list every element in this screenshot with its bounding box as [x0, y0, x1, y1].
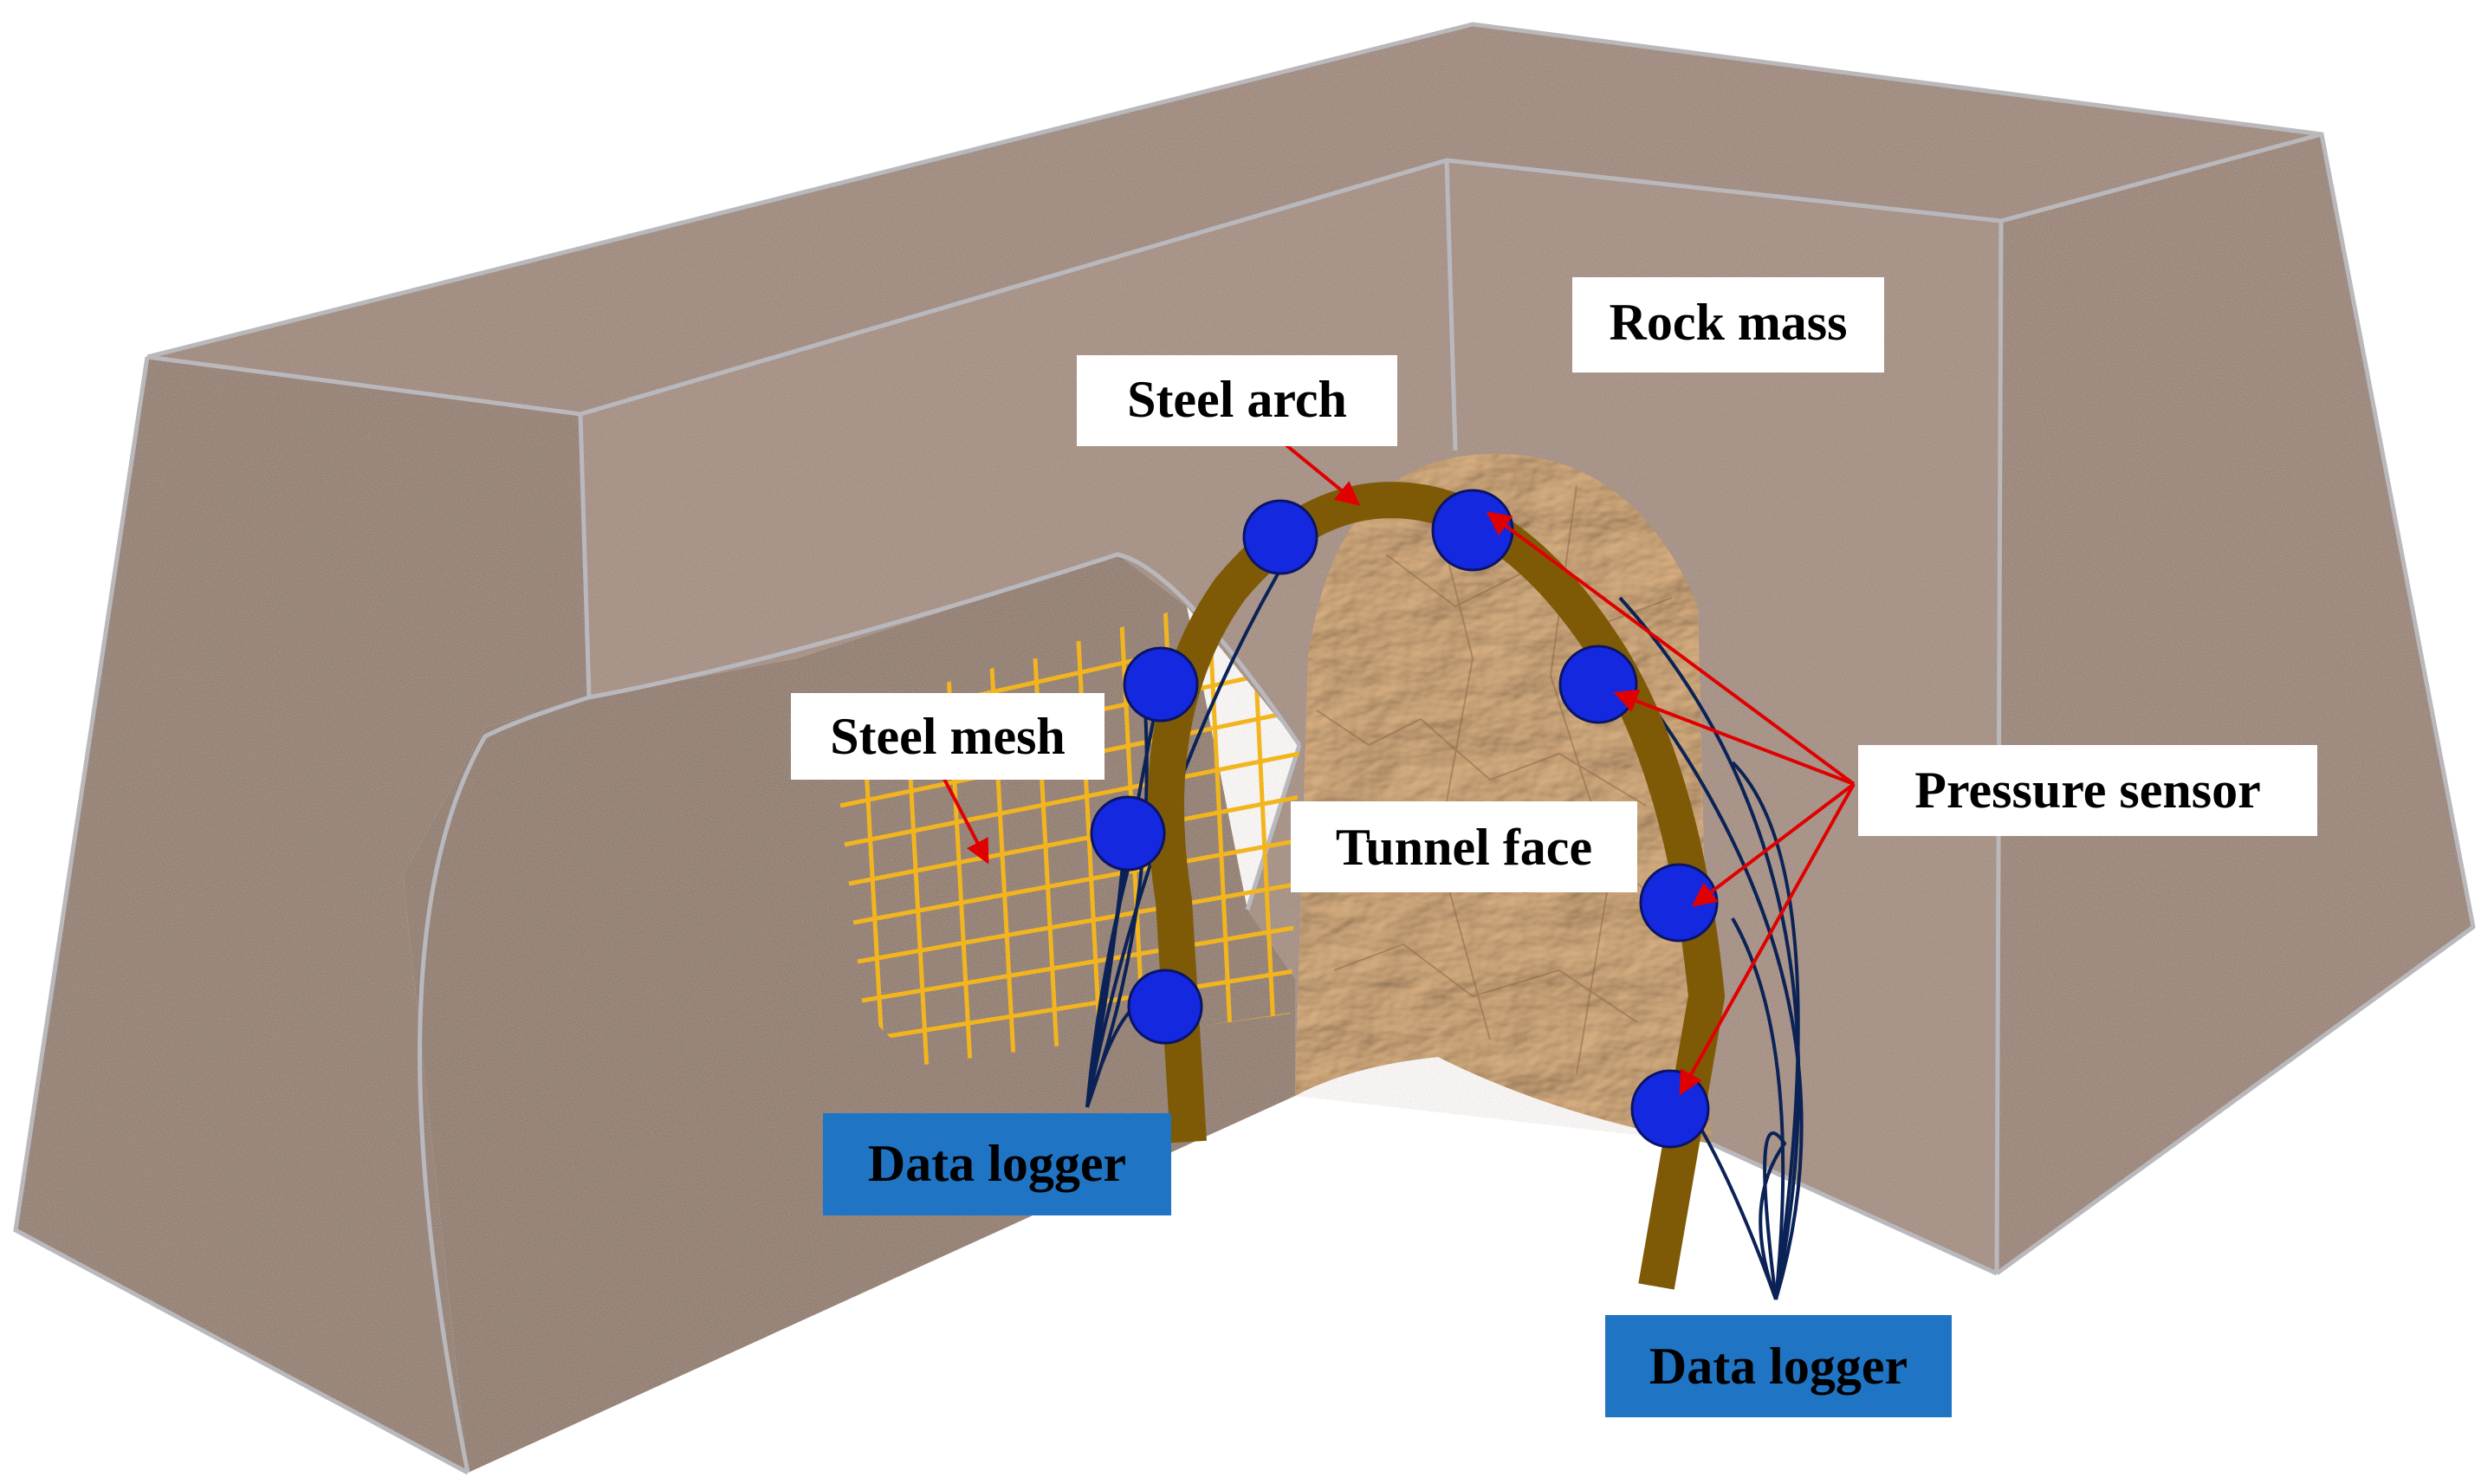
pressure-sensor-arrow-2 — [1613, 689, 1855, 786]
tunnel-face-label: Tunnel face — [1291, 801, 1637, 892]
pressure-sensor-arrow-4 — [1679, 783, 1856, 1096]
pressure-sensor-label: Pressure sensor — [1858, 745, 2317, 836]
pressure-sensor-arrow-1 — [1486, 511, 1856, 786]
data-logger-right-text: Data logger — [1649, 1338, 1908, 1395]
pressure-sensor-marker — [1431, 489, 1514, 572]
pressure-sensor-marker — [1127, 969, 1203, 1045]
tunnel-face-text: Tunnel face — [1336, 819, 1592, 876]
steel-mesh-label: Steel mesh — [791, 693, 1104, 780]
pressure-sensor-marker — [1123, 646, 1199, 723]
pressure-sensor-marker — [1558, 645, 1638, 724]
label-arrows — [934, 440, 1856, 1096]
data-logger-left-text: Data logger — [868, 1135, 1126, 1192]
pressure-sensor-arrow-3 — [1691, 782, 1856, 907]
steel-arch-arrow — [1280, 440, 1361, 506]
pressure-sensor-marker — [1630, 1069, 1710, 1149]
data-logger-left: Data logger — [823, 1113, 1171, 1215]
steel-arch-label: Steel arch — [1077, 355, 1397, 446]
pressure-sensor-text: Pressure sensor — [1914, 761, 2260, 819]
pressure-sensor-marker — [1639, 863, 1719, 943]
rock-mass-label: Rock mass — [1572, 277, 1884, 373]
steel-arch-text: Steel arch — [1127, 371, 1347, 428]
rock-mass-text: Rock mass — [1609, 294, 1847, 351]
pressure-sensor-marker — [1242, 499, 1318, 575]
rock-edges — [13, 22, 2476, 1475]
steel-mesh-text: Steel mesh — [830, 708, 1066, 765]
pressure-sensor-marker — [1090, 795, 1166, 872]
data-logger-right: Data logger — [1605, 1315, 1952, 1417]
